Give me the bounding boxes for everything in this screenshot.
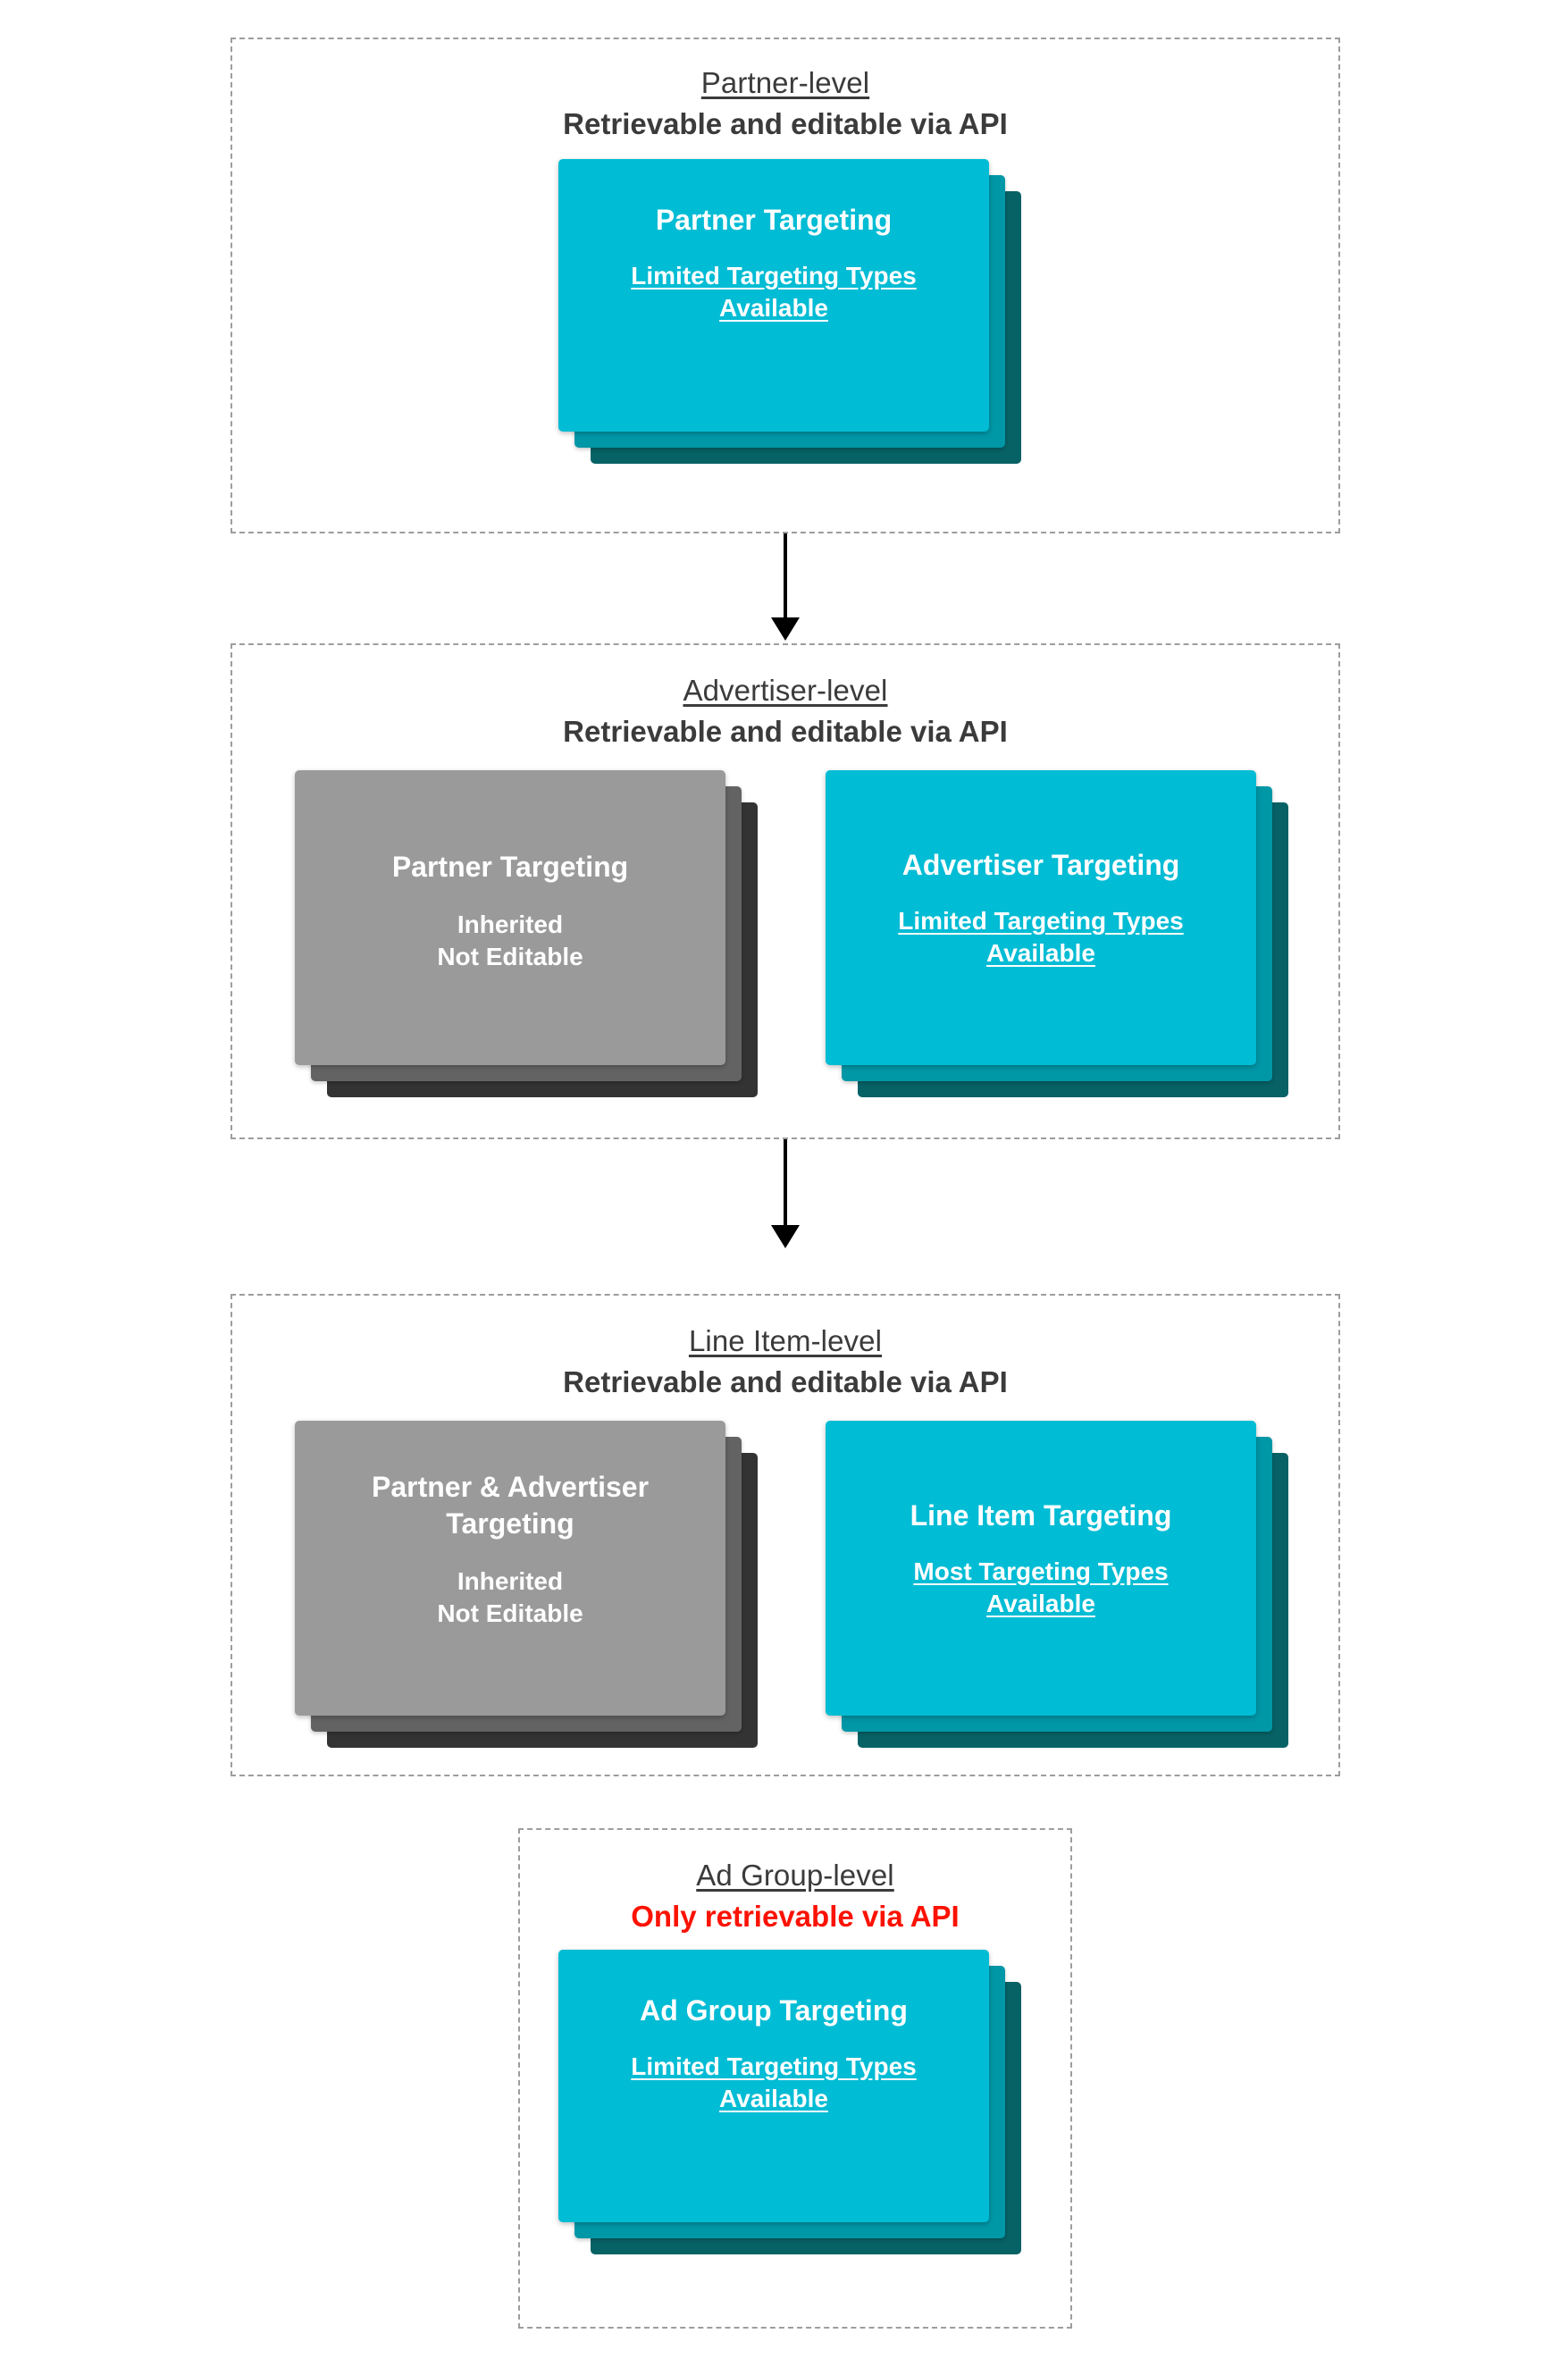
level-header-advertiser: Advertiser-level Retrievable and editabl… [232, 672, 1338, 751]
connector-arrowhead [771, 1225, 800, 1248]
card-title-partner-targeting: Partner Targeting [655, 204, 893, 236]
card-subtitle-line-item-targeting: Most Targeting Types Available [913, 1557, 1169, 1618]
level-api-note-line-item: Retrievable and editable via API [563, 1364, 1008, 1398]
level-header-line-item: Line Item-level Retrievable and editable… [232, 1322, 1338, 1402]
card-subtitle-inherited-partner-targeting: Inherited Not Editable [437, 910, 583, 971]
card-title-inherited-partner-advertiser-targeting: Partner & Advertiser Targeting [371, 1471, 650, 1540]
level-header-partner: Partner-level Retrievable and editable v… [232, 64, 1338, 144]
card-stack-line-item-targeting[interactable]: Line Item Targeting Most Targeting Types… [826, 1421, 1288, 1748]
connector-advertiser-to-line-item [741, 1139, 830, 1251]
level-header-ad-group: Ad Group-level Only retrievable via API [520, 1857, 1070, 1936]
level-title-line-item: Line Item-level [688, 1324, 883, 1357]
card-layer-front[interactable]: Line Item Targeting Most Targeting Types… [826, 1421, 1256, 1716]
connector-shaft [784, 1139, 787, 1225]
card-subtitle-inherited-partner-advertiser-targeting: Inherited Not Editable [437, 1566, 583, 1628]
level-box-advertiser: Advertiser-level Retrievable and editabl… [231, 643, 1340, 1139]
card-title-advertiser-targeting: Advertiser Targeting [901, 849, 1180, 881]
level-title-ad-group: Ad Group-level [696, 1859, 894, 1892]
level-api-note-partner: Retrievable and editable via API [563, 106, 1008, 140]
card-stack-advertiser-targeting[interactable]: Advertiser Targeting Limited Targeting T… [826, 770, 1288, 1097]
card-subtitle-ad-group-targeting: Limited Targeting Types Available [631, 2052, 917, 2113]
card-stack-ad-group-targeting[interactable]: Ad Group Targeting Limited Targeting Typ… [558, 1950, 1021, 2254]
level-api-note-ad-group: Only retrievable via API [631, 1899, 960, 1933]
card-title-line-item-targeting: Line Item Targeting [910, 1499, 1172, 1532]
level-title-partner: Partner-level [700, 66, 870, 99]
connector-shaft [784, 533, 787, 617]
connector-partner-to-advertiser [741, 533, 830, 641]
card-layer-front[interactable]: Ad Group Targeting Limited Targeting Typ… [558, 1950, 989, 2222]
card-layer-front[interactable]: Advertiser Targeting Limited Targeting T… [826, 770, 1256, 1065]
level-api-note-advertiser: Retrievable and editable via API [563, 714, 1008, 748]
card-layer-front[interactable]: Partner & Advertiser Targeting Inherited… [295, 1421, 725, 1716]
card-layer-front[interactable]: Partner Targeting Limited Targeting Type… [558, 159, 989, 432]
card-stack-inherited-partner-targeting[interactable]: Partner Targeting Inherited Not Editable [295, 770, 758, 1097]
level-title-advertiser: Advertiser-level [683, 674, 888, 707]
card-title-inherited-partner-targeting: Partner Targeting [391, 851, 629, 883]
card-subtitle-advertiser-targeting: Limited Targeting Types Available [898, 906, 1184, 968]
card-stack-partner-targeting[interactable]: Partner Targeting Limited Targeting Type… [558, 159, 1021, 464]
level-box-line-item: Line Item-level Retrievable and editable… [231, 1294, 1340, 1776]
card-layer-front[interactable]: Partner Targeting Inherited Not Editable [295, 770, 725, 1065]
card-title-ad-group-targeting: Ad Group Targeting [640, 1994, 908, 2027]
card-stack-inherited-partner-advertiser-targeting[interactable]: Partner & Advertiser Targeting Inherited… [295, 1421, 758, 1748]
connector-arrowhead [771, 617, 800, 641]
card-subtitle-partner-targeting: Limited Targeting Types Available [631, 261, 917, 323]
level-box-ad-group: Ad Group-level Only retrievable via API [518, 1828, 1072, 2329]
level-box-partner: Partner-level Retrievable and editable v… [231, 38, 1340, 533]
